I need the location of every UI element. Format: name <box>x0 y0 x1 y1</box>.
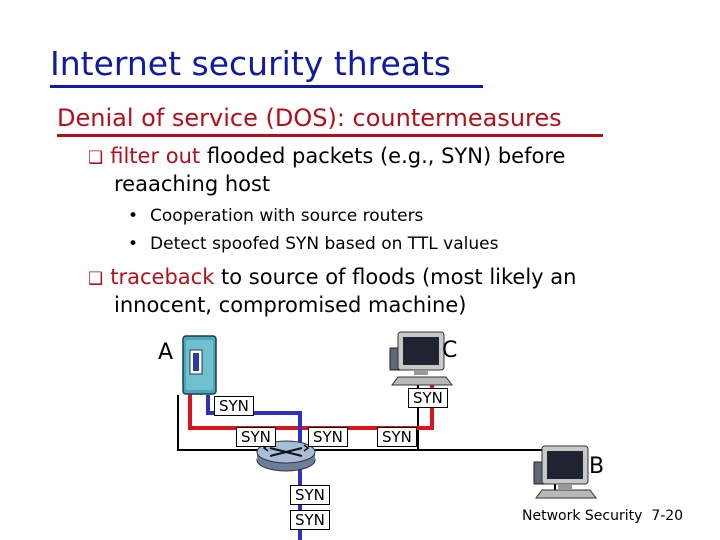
subbullet-text: Detect spoofed SYN based on TTL values <box>150 234 499 254</box>
checkbox-square-icon: ❑ <box>88 269 104 289</box>
syn-packet-label: SYN <box>377 427 417 447</box>
blue-attack-path <box>206 395 302 540</box>
syn-packet-label: SYN <box>214 396 254 416</box>
bullet-text: flooded packets (e.g., SYN) before <box>200 144 566 168</box>
bullet-filter-out: ❑ filter out flooded packets (e.g., SYN) … <box>88 144 565 168</box>
syn-packet-label: SYN <box>236 427 276 447</box>
syn-packet-label: SYN <box>290 485 330 505</box>
bullet-continuation: reaaching host <box>114 172 271 196</box>
bullet-dot-icon: • <box>128 234 139 254</box>
syn-packet-label: SYN <box>308 427 348 447</box>
slide-footer: Network Security 7-20 <box>522 508 683 524</box>
computer-icon <box>533 445 597 499</box>
footer-course: Network Security <box>522 508 643 524</box>
bullet-highlight: traceback <box>110 265 215 289</box>
checkbox-square-icon: ❑ <box>88 148 104 168</box>
slide-title: Internet security threats <box>50 44 452 83</box>
node-label-b: B <box>589 454 605 479</box>
bullet-highlight: filter out <box>110 144 201 168</box>
title-underline <box>50 85 483 88</box>
node-label-a: A <box>158 340 174 365</box>
bullet-continuation: innocent, compromised machine) <box>114 293 467 317</box>
subbullet-item: • Detect spoofed SYN based on TTL values <box>128 234 498 254</box>
bullet-text: to source of floods (most likely an <box>214 265 577 289</box>
slide-subtitle: Denial of service (DOS): countermeasures <box>57 104 562 132</box>
computer-icon <box>389 331 453 386</box>
server-tower-icon <box>182 335 217 395</box>
footer-page-number: 7-20 <box>651 508 684 524</box>
node-label-c: C <box>442 338 458 363</box>
bullet-dot-icon: • <box>128 206 139 226</box>
subtitle-underline <box>57 134 603 137</box>
syn-packet-label: SYN <box>290 510 330 530</box>
syn-packet-label: SYN <box>408 388 448 408</box>
bullet-traceback: ❑ traceback to source of floods (most lik… <box>88 265 576 289</box>
subbullet-item: • Cooperation with source routers <box>128 206 423 226</box>
subbullet-text: Cooperation with source routers <box>150 206 424 226</box>
